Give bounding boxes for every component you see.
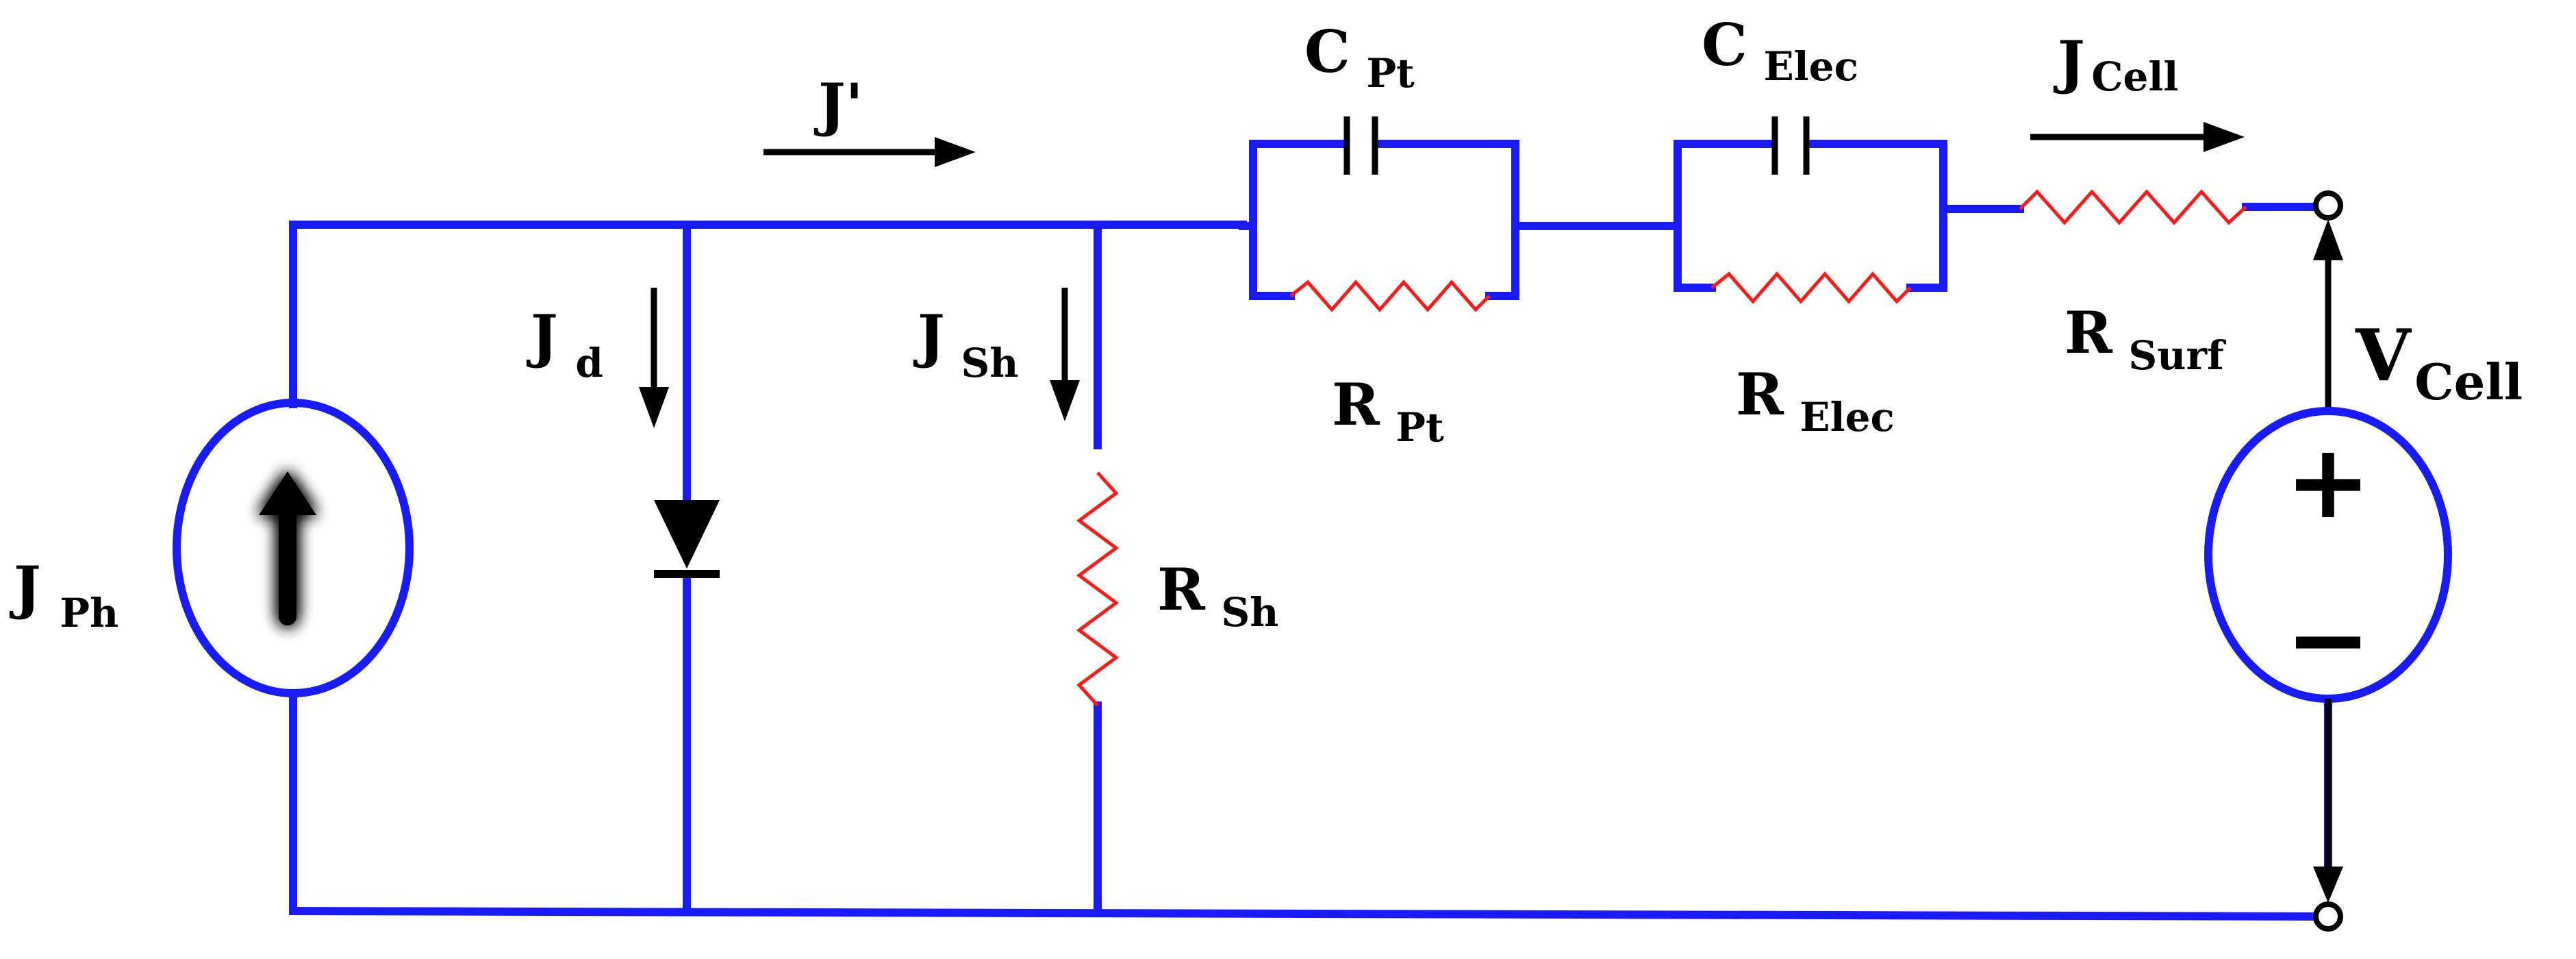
label-r-sh: R Sh xyxy=(1157,556,1278,636)
rc-pt-top-right xyxy=(1372,140,1519,300)
capacitor-elec xyxy=(1771,116,1810,175)
label-c-pt: C Pt xyxy=(1304,18,1415,97)
diode-triangle-icon xyxy=(654,500,720,569)
top-left-wire xyxy=(289,221,1247,408)
label-r-elec: R Elec xyxy=(1736,360,1895,440)
plus-sign: + xyxy=(2285,423,2371,542)
label-r-surf: R Surf xyxy=(2064,299,2227,379)
label-r-pt: R Pt xyxy=(1332,371,1444,451)
j-prime-arrow-head-icon xyxy=(935,137,976,167)
wiring xyxy=(288,140,2333,921)
rpt-resistor-zigzag xyxy=(1289,279,1491,312)
diode xyxy=(654,500,720,578)
label-c-elec: C Elec xyxy=(1702,11,1858,90)
rsurf-resistor-zigzag xyxy=(2019,189,2247,225)
voltage-arrow-down-head-icon xyxy=(2313,867,2343,903)
rc-pt-left-rail xyxy=(1249,140,1350,300)
voltage-arrow-up-head-icon xyxy=(2313,219,2343,260)
current-source-circle xyxy=(173,399,414,697)
label-j-d: J d xyxy=(526,302,603,386)
label-v-cell: V Cell xyxy=(2355,313,2523,411)
j-cell-arrow-head-icon xyxy=(2204,122,2245,152)
top-terminal xyxy=(2313,190,2343,221)
rc-elec-top-right xyxy=(1804,140,1947,292)
photocurrent-source xyxy=(173,399,414,697)
bottom-rail xyxy=(288,906,2333,921)
j-sh-arrow-head-icon xyxy=(1050,380,1080,421)
label-j-cell: J Cell xyxy=(2053,28,2178,100)
minus-sign: − xyxy=(2285,580,2371,699)
label-j-sh: J Sh xyxy=(913,302,1018,386)
capacitor-pt xyxy=(1343,116,1378,175)
j-d-arrow-head-icon xyxy=(639,387,669,428)
shunt-resistor-zigzag xyxy=(1076,471,1120,707)
relec-resistor-zigzag xyxy=(1710,271,1912,304)
current-arrows xyxy=(639,122,2245,428)
label-j-prime: J' xyxy=(813,71,863,138)
bottom-terminal xyxy=(2313,901,2343,932)
photocurrent-arrow-icon xyxy=(259,471,316,625)
label-j-ph: J Ph xyxy=(9,553,118,636)
rc-elec-left-rail xyxy=(1674,140,1778,292)
voltage-source: + − xyxy=(2204,219,2452,903)
